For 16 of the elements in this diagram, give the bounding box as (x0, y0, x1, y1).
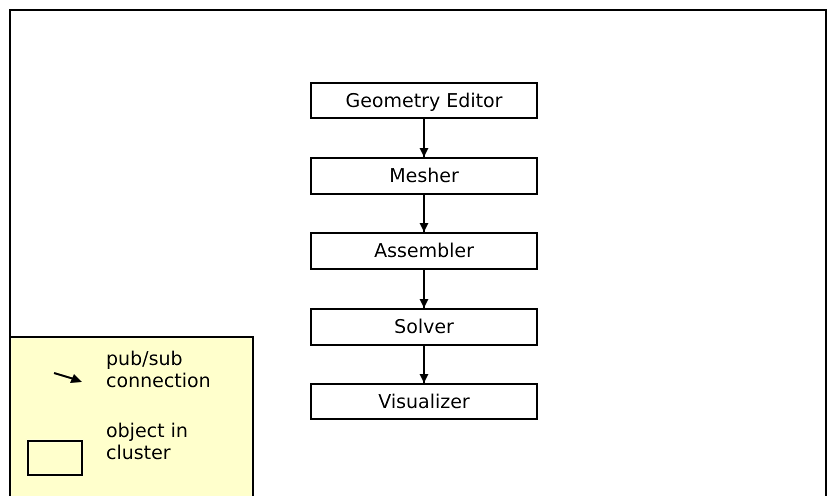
legend-text: object in cluster (106, 420, 189, 464)
process-box (310, 157, 538, 195)
arrow (420, 195, 428, 232)
process-box (310, 232, 538, 270)
arrow (420, 346, 428, 383)
box-label: Assembler (374, 240, 474, 262)
box-label: Geometry Editor (345, 90, 502, 112)
process-box (310, 308, 538, 346)
process-box (310, 383, 538, 420)
arrow (420, 119, 428, 157)
process-box (310, 82, 538, 119)
legend-text: pub/sub connection (106, 348, 212, 392)
box-label: Solver (394, 316, 454, 338)
arrow (420, 270, 428, 308)
box-label: Mesher (389, 165, 459, 187)
box-label: Visualizer (378, 390, 470, 412)
